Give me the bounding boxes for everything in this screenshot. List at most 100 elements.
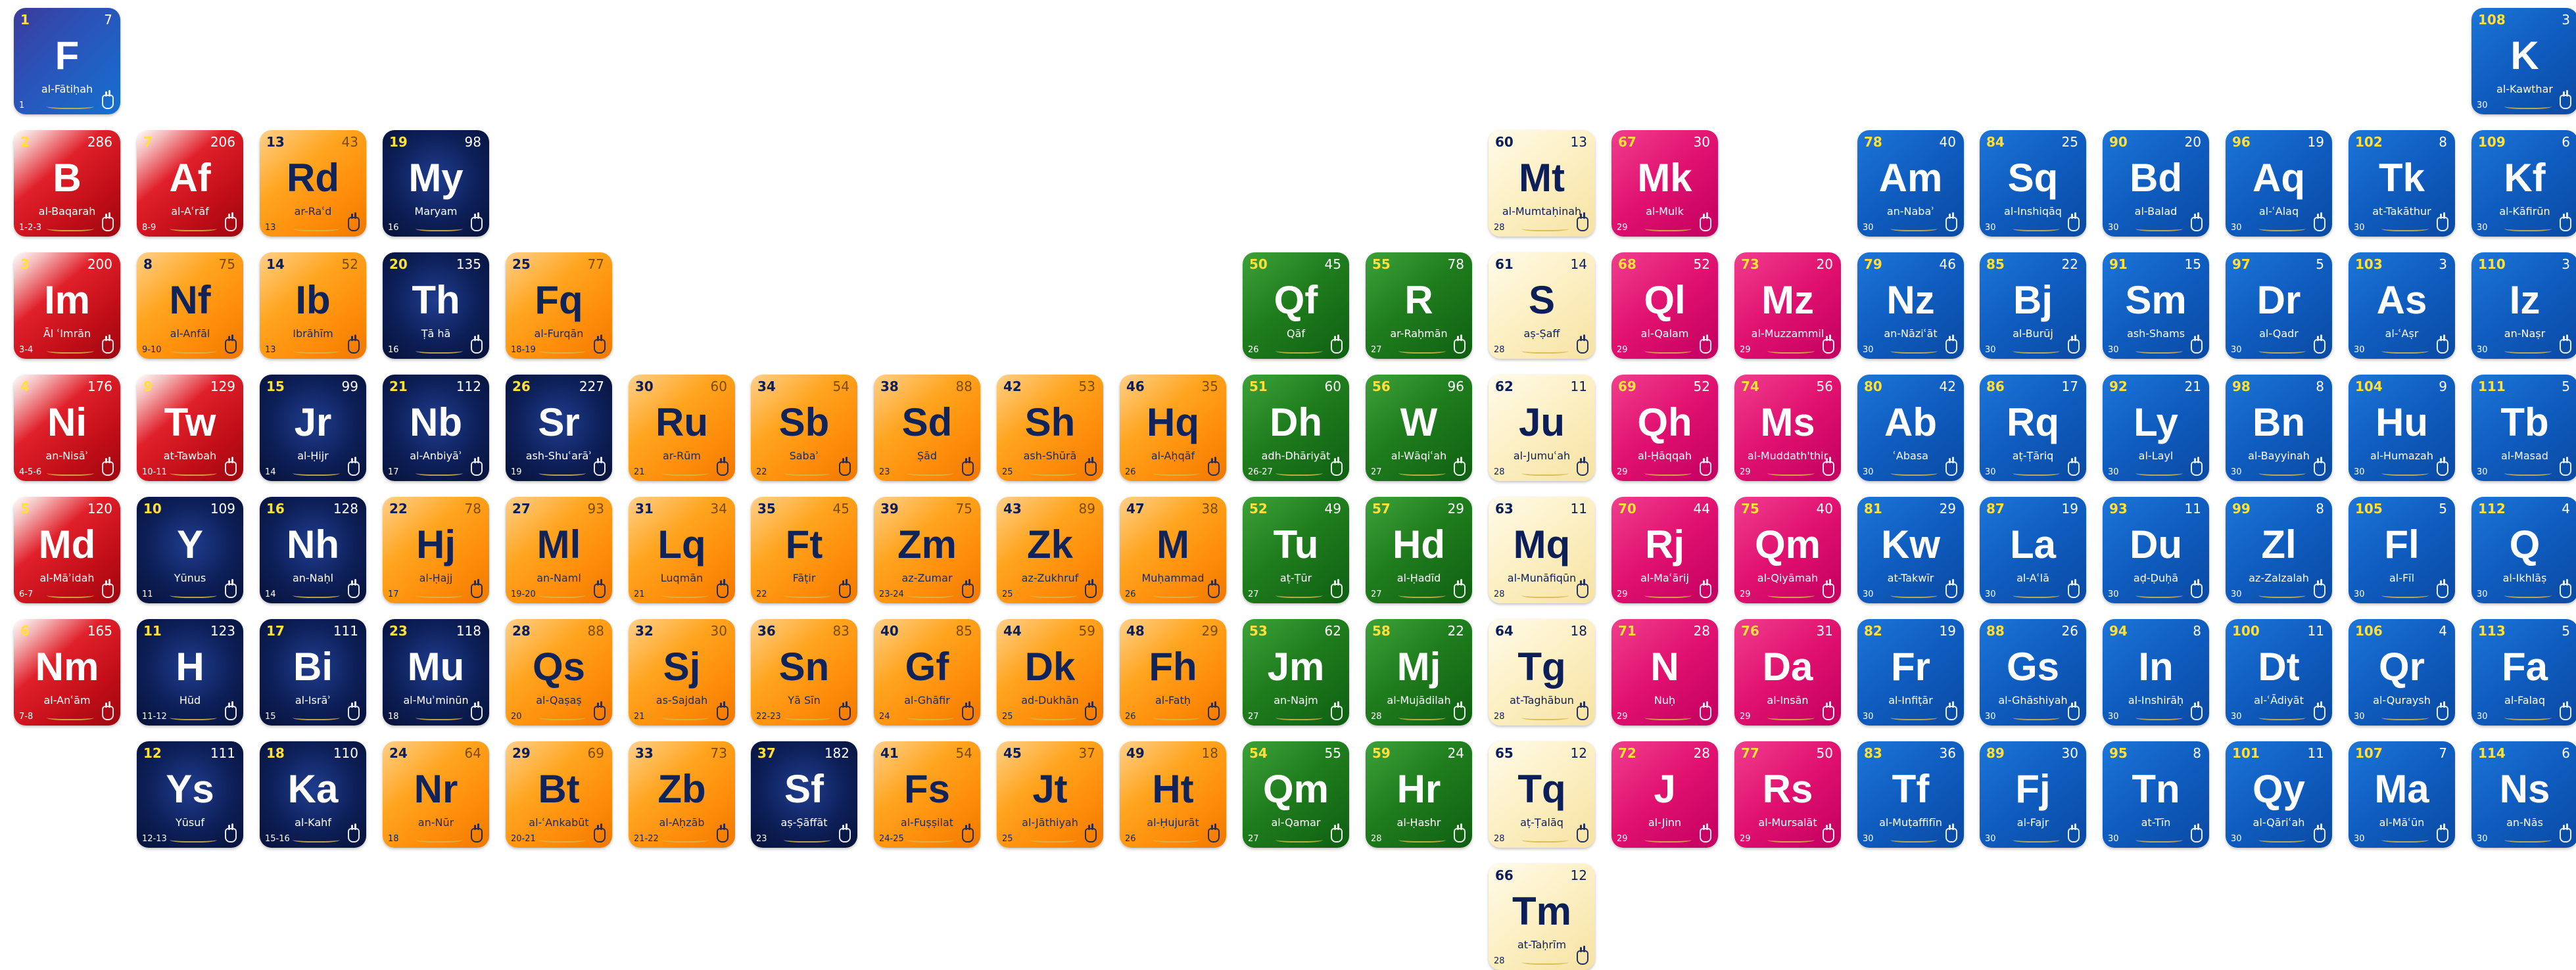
- surah-tile-38[interactable]: 3888SdṢād23: [874, 375, 980, 481]
- surah-tile-20[interactable]: 20135ThṬā hā16: [383, 252, 489, 359]
- surah-tile-1[interactable]: 17Fal-Fātiḥah1: [14, 8, 120, 114]
- surah-tile-97[interactable]: 975Dral-Qadr30: [2226, 252, 2332, 359]
- surah-tile-69[interactable]: 6952Qhal-Ḥāqqah29: [1611, 375, 1718, 481]
- surah-tile-105[interactable]: 1055Flal-Fīl30: [2349, 497, 2455, 603]
- surah-tile-12[interactable]: 12111YsYūsuf12-13: [137, 741, 243, 848]
- surah-tile-58[interactable]: 5822Mjal-Mujādilah28: [1366, 619, 1472, 726]
- surah-tile-83[interactable]: 8336Tfal-Muṭaffifīn30: [1857, 741, 1964, 848]
- surah-tile-51[interactable]: 5160Dhadh-Dhāriyāt26-27: [1243, 375, 1349, 481]
- surah-tile-109[interactable]: 1096Kfal-Kāfirūn30: [2471, 130, 2576, 237]
- surah-tile-16[interactable]: 16128Nhan-Naḥl14: [260, 497, 366, 603]
- surah-tile-19[interactable]: 1998MyMaryam16: [383, 130, 489, 237]
- surah-tile-44[interactable]: 4459Dkad-Dukhān25: [997, 619, 1103, 726]
- surah-tile-9[interactable]: 9129Twat-Tawbah10-11: [137, 375, 243, 481]
- surah-tile-107[interactable]: 1077Maal-Māʿūn30: [2349, 741, 2455, 848]
- surah-tile-96[interactable]: 9619Aqal-ʿAlaq30: [2226, 130, 2332, 237]
- surah-tile-56[interactable]: 5696Wal-Wāqiʿah27: [1366, 375, 1472, 481]
- surah-tile-99[interactable]: 998Zlaz-Zalzalah30: [2226, 497, 2332, 603]
- surah-tile-18[interactable]: 18110Kaal-Kahf15-16: [260, 741, 366, 848]
- surah-tile-78[interactable]: 7840Aman-Nabaʾ30: [1857, 130, 1964, 237]
- surah-tile-113[interactable]: 1135Faal-Falaq30: [2471, 619, 2576, 726]
- surah-tile-81[interactable]: 8129Kwat-Takwīr30: [1857, 497, 1964, 603]
- surah-tile-62[interactable]: 6211Jual-Jumuʿah28: [1489, 375, 1595, 481]
- surah-tile-3[interactable]: 3200ImĀl ʿImrān3-4: [14, 252, 120, 359]
- surah-tile-32[interactable]: 3230Sjas-Sajdah21: [629, 619, 735, 726]
- surah-tile-23[interactable]: 23118Mual-Muʾminūn18: [383, 619, 489, 726]
- surah-tile-45[interactable]: 4537Jtal-Jāthiyah25: [997, 741, 1103, 848]
- surah-tile-74[interactable]: 7456Msal-Muddath'thir29: [1734, 375, 1841, 481]
- surah-tile-73[interactable]: 7320Mzal-Muzzammil29: [1734, 252, 1841, 359]
- surah-tile-71[interactable]: 7128NNuḥ29: [1611, 619, 1718, 726]
- surah-tile-57[interactable]: 5729Hdal-Ḥadīd27: [1366, 497, 1472, 603]
- surah-tile-110[interactable]: 1103Izan-Naṣr30: [2471, 252, 2576, 359]
- surah-tile-79[interactable]: 7946Nzan-Nāziʿāt30: [1857, 252, 1964, 359]
- surah-tile-100[interactable]: 10011Dtal-ʿĀdiyāt30: [2226, 619, 2332, 726]
- surah-tile-46[interactable]: 4635Hqal-Aḥqāf26: [1120, 375, 1226, 481]
- surah-tile-48[interactable]: 4829Fhal-Fatḥ26: [1120, 619, 1226, 726]
- surah-tile-76[interactable]: 7631Daal-Insān29: [1734, 619, 1841, 726]
- surah-tile-43[interactable]: 4389Zkaz-Zukhruf25: [997, 497, 1103, 603]
- surah-tile-64[interactable]: 6418Tgat-Taghābun28: [1489, 619, 1595, 726]
- surah-tile-67[interactable]: 6730Mkal-Mulk29: [1611, 130, 1718, 237]
- surah-tile-60[interactable]: 6013Mtal-Mumtaḥinah28: [1489, 130, 1595, 237]
- surah-tile-42[interactable]: 4253Shash-Shūrā25: [997, 375, 1103, 481]
- surah-tile-52[interactable]: 5249Tuaṭ-Ṭūr27: [1243, 497, 1349, 603]
- surah-tile-92[interactable]: 9221Lyal-Layl30: [2103, 375, 2209, 481]
- surah-tile-31[interactable]: 3134LqLuqmān21: [629, 497, 735, 603]
- surah-tile-108[interactable]: 1083Kal-Kawthar30: [2471, 8, 2576, 114]
- surah-tile-40[interactable]: 4085Gfal-Ghāfir24: [874, 619, 980, 726]
- surah-tile-33[interactable]: 3373Zbal-Aḥzāb21-22: [629, 741, 735, 848]
- surah-tile-10[interactable]: 10109YYūnus11: [137, 497, 243, 603]
- surah-tile-2[interactable]: 2286Bal-Baqarah1-2-3: [14, 130, 120, 237]
- surah-tile-88[interactable]: 8826Gsal-Ghāshiyah30: [1980, 619, 2086, 726]
- surah-tile-61[interactable]: 6114Saṣ-Ṣaff28: [1489, 252, 1595, 359]
- surah-tile-87[interactable]: 8719Laal-Aʿlā30: [1980, 497, 2086, 603]
- surah-tile-102[interactable]: 1028Tkat-Takāthur30: [2349, 130, 2455, 237]
- surah-tile-39[interactable]: 3975Zmaz-Zumar23-24: [874, 497, 980, 603]
- surah-tile-98[interactable]: 988Bnal-Bayyinah30: [2226, 375, 2332, 481]
- surah-tile-104[interactable]: 1049Hual-Humazah30: [2349, 375, 2455, 481]
- surah-tile-106[interactable]: 1064Qral-Quraysh30: [2349, 619, 2455, 726]
- surah-tile-66[interactable]: 6612Tmat-Taḥrīm28: [1489, 864, 1595, 970]
- surah-tile-7[interactable]: 7206Afal-Aʿrāf8-9: [137, 130, 243, 237]
- surah-tile-80[interactable]: 8042AbʿAbasa30: [1857, 375, 1964, 481]
- surah-tile-25[interactable]: 2577Fqal-Furqān18-19: [506, 252, 612, 359]
- surah-tile-36[interactable]: 3683SnYā Sīn22-23: [751, 619, 857, 726]
- surah-tile-95[interactable]: 958Tnat-Tīn30: [2103, 741, 2209, 848]
- surah-tile-93[interactable]: 9311Duaḍ-Ḍuḥā30: [2103, 497, 2209, 603]
- surah-tile-86[interactable]: 8617Rqaṭ-Ṭāriq30: [1980, 375, 2086, 481]
- surah-tile-77[interactable]: 7750Rsal-Mursalāt29: [1734, 741, 1841, 848]
- surah-tile-111[interactable]: 1115Tbal-Masad30: [2471, 375, 2576, 481]
- surah-tile-35[interactable]: 3545FtFāṭir22: [751, 497, 857, 603]
- surah-tile-82[interactable]: 8219Fral-Infiṭār30: [1857, 619, 1964, 726]
- surah-tile-94[interactable]: 948Inal-Inshirāḥ30: [2103, 619, 2209, 726]
- surah-tile-22[interactable]: 2278Hjal-Ḥajj17: [383, 497, 489, 603]
- surah-tile-68[interactable]: 6852Qlal-Qalam29: [1611, 252, 1718, 359]
- surah-tile-8[interactable]: 875Nfal-Anfāl9-10: [137, 252, 243, 359]
- surah-tile-84[interactable]: 8425Sqal-Inshiqāq30: [1980, 130, 2086, 237]
- surah-tile-103[interactable]: 1033Asal-ʿAṣr30: [2349, 252, 2455, 359]
- surah-tile-34[interactable]: 3454SbSabaʾ22: [751, 375, 857, 481]
- surah-tile-41[interactable]: 4154Fsal-Fuṣṣilat24-25: [874, 741, 980, 848]
- surah-tile-14[interactable]: 1452IbIbrāhīm13: [260, 252, 366, 359]
- surah-tile-112[interactable]: 1124Qal-Ikhlāṣ30: [2471, 497, 2576, 603]
- surah-tile-65[interactable]: 6512Tqaṭ-Ṭalāq28: [1489, 741, 1595, 848]
- surah-tile-54[interactable]: 5455Qmal-Qamar27: [1243, 741, 1349, 848]
- surah-tile-101[interactable]: 10111Qyal-Qāriʿah30: [2226, 741, 2332, 848]
- surah-tile-28[interactable]: 2888Qsal-Qaṣaṣ20: [506, 619, 612, 726]
- surah-tile-5[interactable]: 5120Mdal-Māʾidah6-7: [14, 497, 120, 603]
- surah-tile-13[interactable]: 1343Rdar-Raʿd13: [260, 130, 366, 237]
- surah-tile-29[interactable]: 2969Btal-ʿAnkabūt20-21: [506, 741, 612, 848]
- surah-tile-47[interactable]: 4738MMuḥammad26: [1120, 497, 1226, 603]
- surah-tile-50[interactable]: 5045QfQāf26: [1243, 252, 1349, 359]
- surah-tile-24[interactable]: 2464Nran-Nūr18: [383, 741, 489, 848]
- surah-tile-72[interactable]: 7228Jal-Jinn29: [1611, 741, 1718, 848]
- surah-tile-4[interactable]: 4176Nian-Nisāʾ4-5-6: [14, 375, 120, 481]
- surah-tile-55[interactable]: 5578Rar-Raḥmān27: [1366, 252, 1472, 359]
- surah-tile-91[interactable]: 9115Smash-Shams30: [2103, 252, 2209, 359]
- surah-tile-37[interactable]: 37182Sfaṣ-Ṣāffāt23: [751, 741, 857, 848]
- surah-tile-59[interactable]: 5924Hral-Ḥashr28: [1366, 741, 1472, 848]
- surah-tile-21[interactable]: 21112Nbal-Anbiyāʾ17: [383, 375, 489, 481]
- surah-tile-49[interactable]: 4918Htal-Ḥujurāt26: [1120, 741, 1226, 848]
- surah-tile-17[interactable]: 17111Bial-Isrāʾ15: [260, 619, 366, 726]
